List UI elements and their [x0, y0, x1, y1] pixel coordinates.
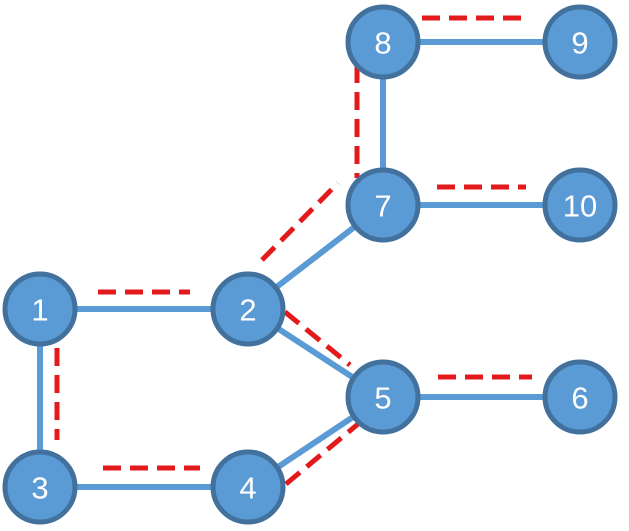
- node-label: 5: [374, 381, 391, 416]
- node-circle: [542, 4, 618, 80]
- solid-edge-layer: [37, 39, 580, 490]
- node-label: 2: [239, 293, 256, 328]
- node-circle: [2, 449, 78, 525]
- node-circle: [210, 271, 286, 347]
- node-label: 3: [31, 471, 48, 506]
- node-8: 8: [345, 4, 421, 80]
- node-7: 7: [345, 167, 421, 243]
- node-9: 9: [542, 4, 618, 80]
- dashed-edge-2-7: [260, 181, 340, 262]
- node-3: 3: [2, 449, 78, 525]
- node-circle: [345, 359, 421, 435]
- node-10: 10: [542, 167, 618, 243]
- node-circle: [345, 167, 421, 243]
- node-circle: [542, 167, 618, 243]
- node-circle: [345, 4, 421, 80]
- node-label: 6: [571, 381, 588, 416]
- node-label: 7: [374, 189, 391, 224]
- node-6: 6: [542, 359, 618, 435]
- node-circle: [542, 359, 618, 435]
- node-2: 2: [210, 271, 286, 347]
- node-label: 4: [239, 471, 256, 506]
- dashed-edge-4-5: [284, 422, 360, 486]
- dashed-edge-2-5: [283, 310, 352, 367]
- node-circle: [2, 271, 78, 347]
- node-label: 1: [31, 293, 48, 328]
- node-5: 5: [345, 359, 421, 435]
- node-4: 4: [210, 449, 286, 525]
- dashed-edge-layer: [54, 15, 532, 486]
- node-1: 1: [2, 271, 78, 347]
- node-label: 8: [374, 26, 391, 61]
- node-label: 10: [563, 189, 597, 224]
- node-circle: [210, 449, 286, 525]
- node-layer: 1 2 3 4 5 6 7 8 9 10: [2, 4, 618, 525]
- node-label: 9: [571, 26, 588, 61]
